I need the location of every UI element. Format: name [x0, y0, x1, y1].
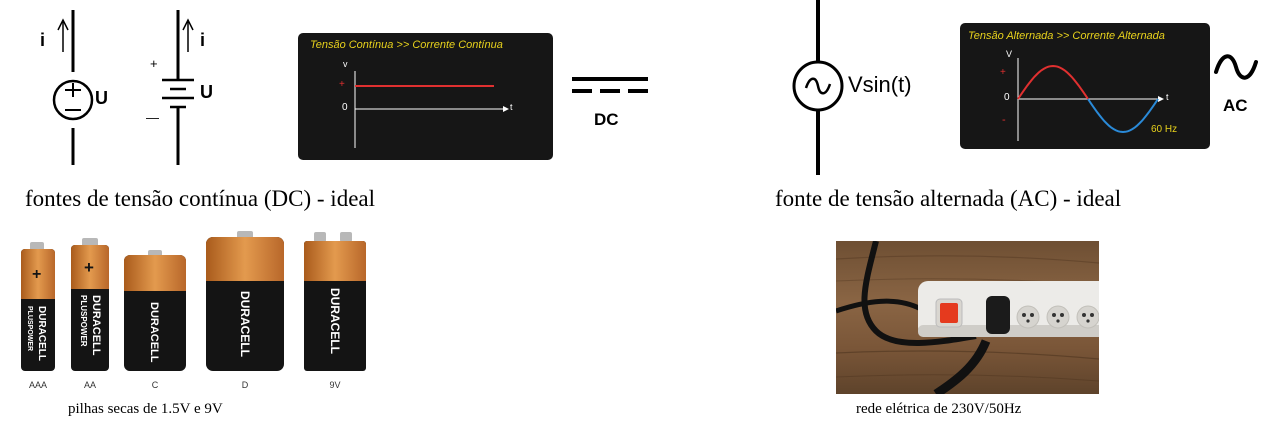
dc-graph-panel: Tensão Contínua >> Corrente Contínua v t…: [298, 33, 553, 160]
batteries-photo: + DURACELL PLUSPOWER + DURACELL PLUSPOWE…: [10, 228, 370, 396]
battery-d-brand: DURACELL: [238, 291, 252, 357]
dc-x-axis-label: t: [510, 102, 513, 112]
ac-positive-half-wave: [1017, 64, 1089, 100]
ac-y-axis-label: V: [1006, 49, 1013, 59]
battery-size-aaa: AAA: [28, 380, 47, 390]
dc-y-axis-label: v: [343, 59, 348, 69]
power-strip-photo: [836, 241, 1099, 394]
battery-size-aa: AA: [83, 380, 96, 390]
battery-aaa-subbrand: PLUSPOWER: [26, 306, 33, 352]
voltage-label-u-2: U: [200, 82, 213, 102]
battery-aaa-brand: DURACELL: [36, 306, 47, 361]
power-strip-caption: rede elétrica de 230V/50Hz: [856, 401, 1022, 417]
ac-graph-svg: [1017, 58, 1164, 141]
ac-symbol: AC: [1212, 50, 1267, 122]
ac-source-symbol: Vsin(t): [788, 0, 948, 175]
ac-zero-mark: 0: [1004, 92, 1010, 103]
dc-battery-svg: [162, 10, 194, 165]
dc-source-circle-svg: [52, 10, 94, 165]
dc-panel-title: Tensão Contínua >> Corrente Contínua: [310, 39, 503, 51]
ac-caption: fonte de tensão alternada (AC) - ideal: [775, 186, 1122, 211]
minus-sign: —: [146, 110, 159, 125]
plus-sign: +: [150, 56, 158, 71]
ac-panel-title: Tensão Alternada >> Corrente Alternada: [968, 30, 1165, 42]
battery-d: DURACELL: [204, 231, 286, 376]
battery-size-d: D: [241, 380, 249, 390]
ac-minus-mark: -: [1002, 114, 1006, 126]
dc-source-symbol-circle: i U: [35, 10, 125, 165]
dc-zero-mark: 0: [342, 102, 348, 113]
battery-aa-subbrand: PLUSPOWER: [79, 295, 88, 347]
ac-source-svg: [792, 0, 844, 175]
ac-label: AC: [1223, 96, 1248, 115]
dc-graph-svg: [354, 71, 509, 148]
dc-symbol: DC: [570, 72, 652, 137]
current-label-i: i: [40, 30, 46, 50]
battery-size-c: C: [151, 380, 159, 390]
ac-source-label: Vsin(t): [848, 72, 912, 97]
ac-x-axis-label: t: [1166, 92, 1169, 102]
battery-9v-brand: DURACELL: [328, 288, 342, 354]
battery-aa-brand: DURACELL: [90, 295, 102, 356]
power-strip-svg: [836, 241, 1099, 394]
ac-negative-half-wave: [1087, 98, 1159, 134]
dc-label: DC: [594, 110, 619, 129]
battery-9v: DURACELL: [302, 232, 368, 376]
battery-aaa: + DURACELL PLUSPOWER: [18, 242, 58, 376]
battery-size-9v: 9V: [329, 380, 341, 390]
batteries-caption: pilhas secas de 1.5V e 9V: [68, 401, 223, 417]
current-label-i-2: i: [200, 30, 206, 50]
dc-source-symbol-battery: i U + —: [140, 10, 230, 165]
ac-graph-panel: Tensão Alternada >> Corrente Alternada V…: [960, 23, 1210, 149]
dc-caption: fontes de tensão contínua (DC) - ideal: [25, 186, 375, 211]
ac-tilde-icon: [1214, 54, 1258, 80]
ac-plus-mark: +: [1000, 67, 1006, 78]
dc-plus-mark: +: [339, 79, 345, 90]
voltage-label-u: U: [95, 88, 108, 108]
battery-c: DURACELL: [122, 250, 188, 376]
battery-aa: + DURACELL PLUSPOWER: [68, 238, 112, 376]
battery-c-brand: DURACELL: [148, 302, 160, 363]
ac-frequency-label: 60 Hz: [1151, 124, 1178, 135]
dc-symbol-lines: [572, 77, 648, 93]
